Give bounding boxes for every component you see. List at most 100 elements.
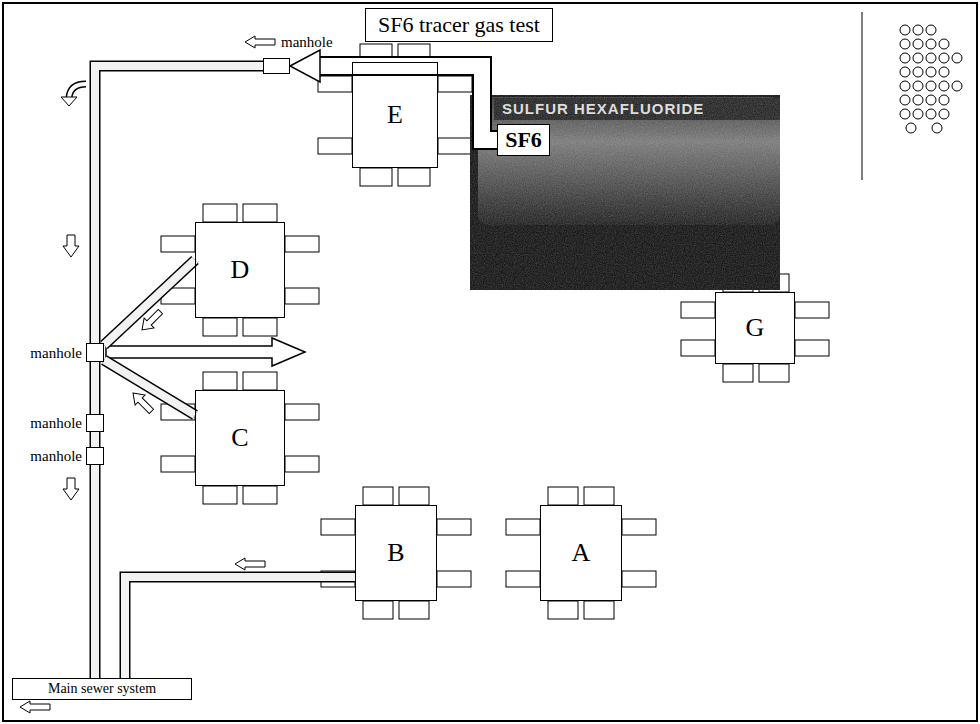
chair (203, 486, 237, 504)
chair (318, 138, 352, 154)
connector-outline (104, 260, 195, 345)
circle (932, 123, 942, 133)
cylinder-text: SULFUR HEXAFLUORIDE (502, 100, 704, 117)
chair (321, 519, 355, 535)
circle (900, 109, 910, 119)
title-box: SF6 tracer gas test (365, 8, 553, 42)
manhole-label: manhole (30, 415, 82, 432)
circle (900, 25, 910, 35)
circle (952, 81, 962, 91)
big-flow-arrow (106, 338, 305, 366)
chair (399, 487, 429, 505)
chair (243, 372, 277, 390)
gas-flow-arrow (290, 50, 497, 140)
chair (161, 236, 195, 252)
connector-fill (320, 66, 497, 140)
chair (243, 318, 277, 336)
circle (926, 39, 936, 49)
chair (363, 487, 393, 505)
manhole-label: manhole (30, 344, 82, 361)
table-label: B (387, 539, 404, 568)
table: C (195, 390, 285, 486)
connector-fill (91, 465, 99, 678)
label-holder: SULFUR HEXAFLUORIDE (502, 99, 704, 119)
circle (926, 81, 936, 91)
circle (939, 95, 949, 105)
circle-pattern (900, 25, 962, 133)
arrow-head (290, 50, 320, 82)
photo-grain (470, 95, 780, 290)
table-label: A (572, 539, 591, 568)
circle (926, 109, 936, 119)
manhole-label: manhole (281, 34, 333, 51)
gas-cylinder-photo (470, 95, 780, 290)
circle (926, 67, 936, 77)
chair (203, 372, 237, 390)
manhole: manhole (86, 343, 104, 362)
chair (203, 204, 237, 222)
corner-arrow-fill (69, 84, 86, 98)
sewer-pipe (95, 362, 96, 414)
connector-fill (91, 432, 99, 447)
chair (437, 571, 471, 587)
sewer-pipe (125, 577, 355, 678)
sewer-pipe (95, 465, 96, 678)
chair (438, 138, 472, 154)
chair (399, 601, 429, 619)
circle (939, 67, 949, 77)
connector-outline (320, 66, 497, 140)
table: G (715, 292, 795, 364)
circle (913, 39, 923, 49)
sewer-box: Main sewer system (12, 678, 192, 700)
chair (681, 302, 715, 318)
table-label: E (387, 101, 403, 130)
table-label: G (746, 314, 765, 343)
circle (939, 39, 949, 49)
connector-fill (104, 360, 195, 415)
title: SF6 tracer gas test (378, 12, 540, 37)
chair (398, 168, 430, 186)
connector-outline (125, 577, 355, 678)
gas-label: SF6 (497, 124, 550, 156)
circle (939, 109, 949, 119)
table-label: C (231, 424, 248, 453)
chair (285, 404, 319, 420)
chair (318, 76, 352, 92)
circle (926, 25, 936, 35)
chair (795, 302, 829, 318)
circle (900, 39, 910, 49)
chair (161, 456, 195, 472)
circle (913, 67, 923, 77)
chair (584, 487, 614, 505)
manhole: manhole (263, 58, 290, 74)
flow-arrow (245, 36, 275, 48)
connector-fill (95, 66, 263, 343)
sewer-pipe (95, 66, 263, 343)
box-label: Main sewer system (48, 681, 156, 697)
photo-ground (470, 95, 780, 290)
connector-fill (104, 260, 195, 345)
manhole: manhole (86, 447, 104, 465)
corner-arrow-outline (69, 84, 86, 98)
flow-arrows (20, 36, 305, 713)
chair (548, 487, 578, 505)
connector-outline (90, 362, 101, 414)
table-label: D (231, 256, 250, 285)
circle (913, 25, 923, 35)
flow-arrow (63, 478, 79, 500)
chair (622, 571, 656, 587)
connector-fill (125, 577, 355, 678)
chair (548, 601, 578, 619)
chair (285, 288, 319, 304)
table: D (195, 222, 285, 318)
manhole-label: manhole (30, 448, 82, 465)
circle (913, 81, 923, 91)
circle (900, 53, 910, 63)
chair (584, 601, 614, 619)
circle (939, 81, 949, 91)
chair (285, 236, 319, 252)
chair (360, 168, 392, 186)
circle (913, 109, 923, 119)
